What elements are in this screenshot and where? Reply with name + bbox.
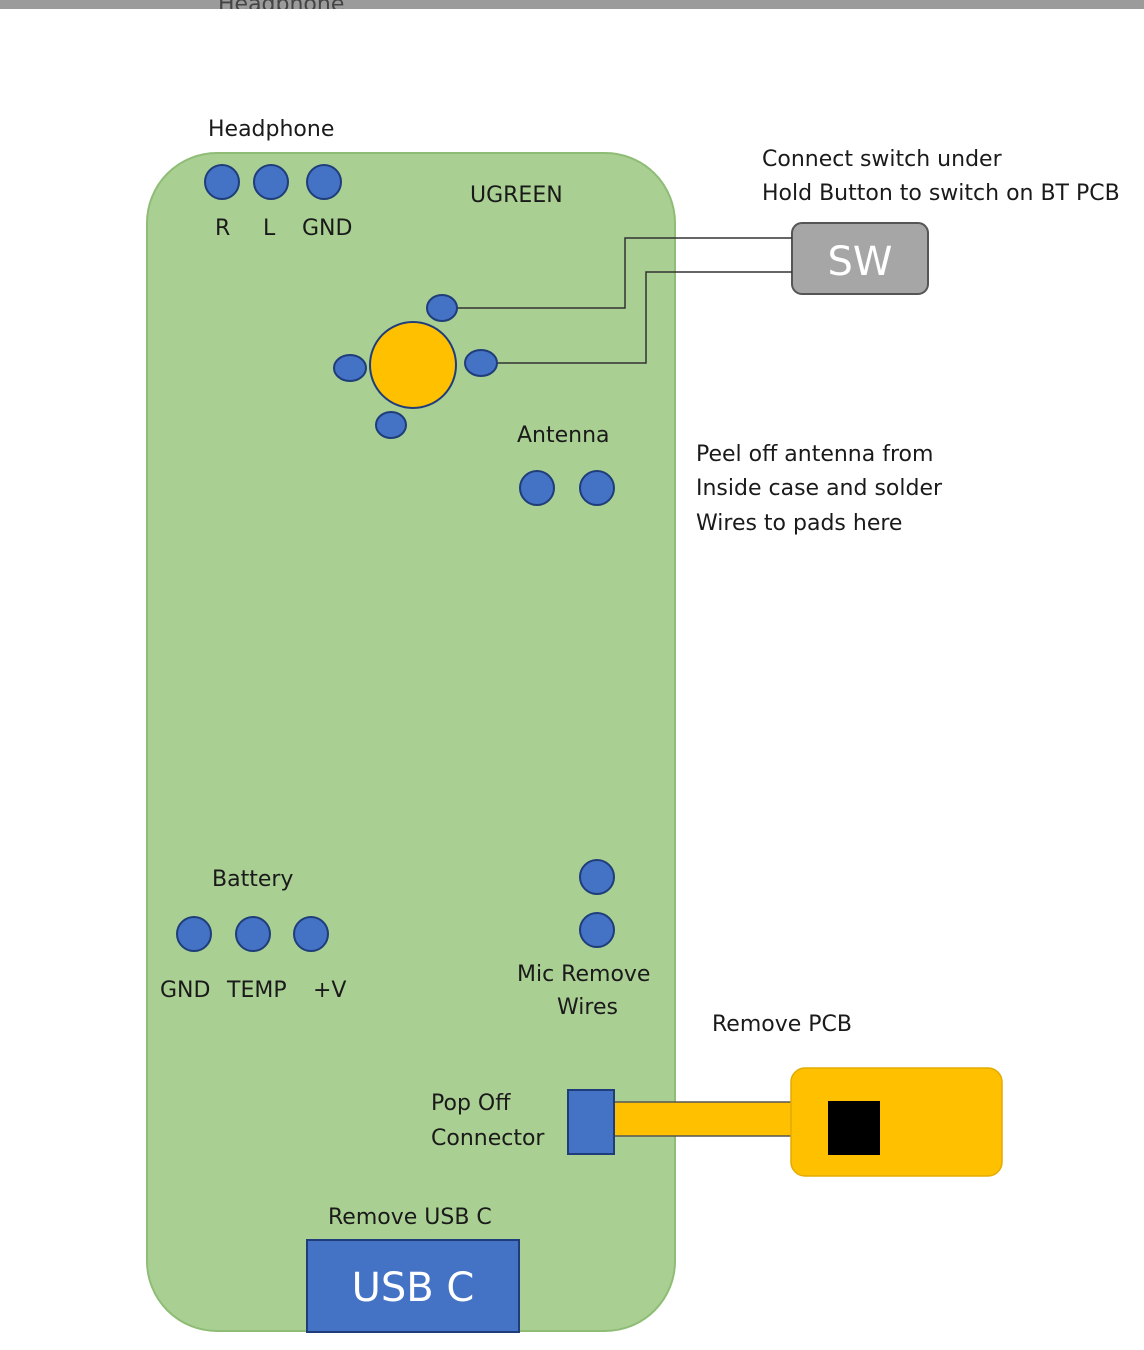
ribbon-cable bbox=[613, 1101, 795, 1137]
hold-button-pad-top bbox=[426, 294, 458, 322]
remove-pcb-label: Remove PCB bbox=[712, 1012, 852, 1037]
headphone-title: Headphone bbox=[208, 117, 334, 142]
antenna-pad-2 bbox=[579, 470, 615, 506]
battery-pin-gnd: GND bbox=[160, 978, 210, 1003]
battery-pin-temp: TEMP bbox=[226, 978, 287, 1003]
battery-pad-v bbox=[293, 916, 329, 952]
mic-pad-2 bbox=[579, 912, 615, 948]
headphone-pin-l: L bbox=[263, 216, 276, 241]
antenna-note-line1: Peel off antenna from bbox=[696, 442, 933, 467]
battery-pin-v: +V bbox=[313, 978, 346, 1003]
mic-pad-1 bbox=[579, 859, 615, 895]
switch-note-line2: Hold Button to switch on BT PCB bbox=[762, 181, 1120, 206]
antenna-note-line2: Inside case and solder bbox=[696, 476, 943, 501]
switch-wire-upper bbox=[455, 237, 792, 309]
hold-button-pad-bottom bbox=[375, 411, 407, 439]
switch-box bbox=[791, 222, 929, 295]
window-top-bar: Headphone bbox=[0, 0, 1144, 9]
hold-button-pad-right bbox=[464, 349, 498, 377]
mic-label-line1: Mic Remove bbox=[517, 962, 650, 987]
headphone-pin-r: R bbox=[215, 216, 230, 241]
hold-button-pad-left bbox=[333, 354, 367, 382]
separate-pcb bbox=[790, 1067, 1003, 1177]
pcb-chip bbox=[828, 1101, 880, 1155]
battery-pad-temp bbox=[235, 916, 271, 952]
headphone-pad-r bbox=[204, 164, 240, 200]
hold-button bbox=[369, 321, 457, 409]
usb-title: Remove USB C bbox=[328, 1205, 492, 1230]
usb-c-port bbox=[306, 1239, 520, 1333]
battery-title: Battery bbox=[212, 867, 293, 892]
connector-label-line2: Connector bbox=[431, 1126, 545, 1151]
top-bar-label: Headphone bbox=[218, 0, 344, 9]
battery-pad-gnd bbox=[176, 916, 212, 952]
switch-wire-lower bbox=[496, 271, 792, 364]
antenna-pad-1 bbox=[519, 470, 555, 506]
antenna-title: Antenna bbox=[517, 423, 610, 448]
headphone-pad-l bbox=[253, 164, 289, 200]
connector-label-line1: Pop Off bbox=[431, 1091, 511, 1116]
brand-label: UGREEN bbox=[470, 183, 563, 208]
mic-label-line2: Wires bbox=[557, 995, 618, 1020]
antenna-note-line3: Wires to pads here bbox=[696, 511, 902, 536]
pop-off-connector bbox=[567, 1089, 615, 1155]
headphone-pad-gnd bbox=[306, 164, 342, 200]
headphone-pin-gnd: GND bbox=[302, 216, 352, 241]
switch-label: SW bbox=[828, 239, 893, 285]
usb-c-label: USB C bbox=[352, 1265, 475, 1311]
switch-note-line1: Connect switch under bbox=[762, 147, 1003, 172]
